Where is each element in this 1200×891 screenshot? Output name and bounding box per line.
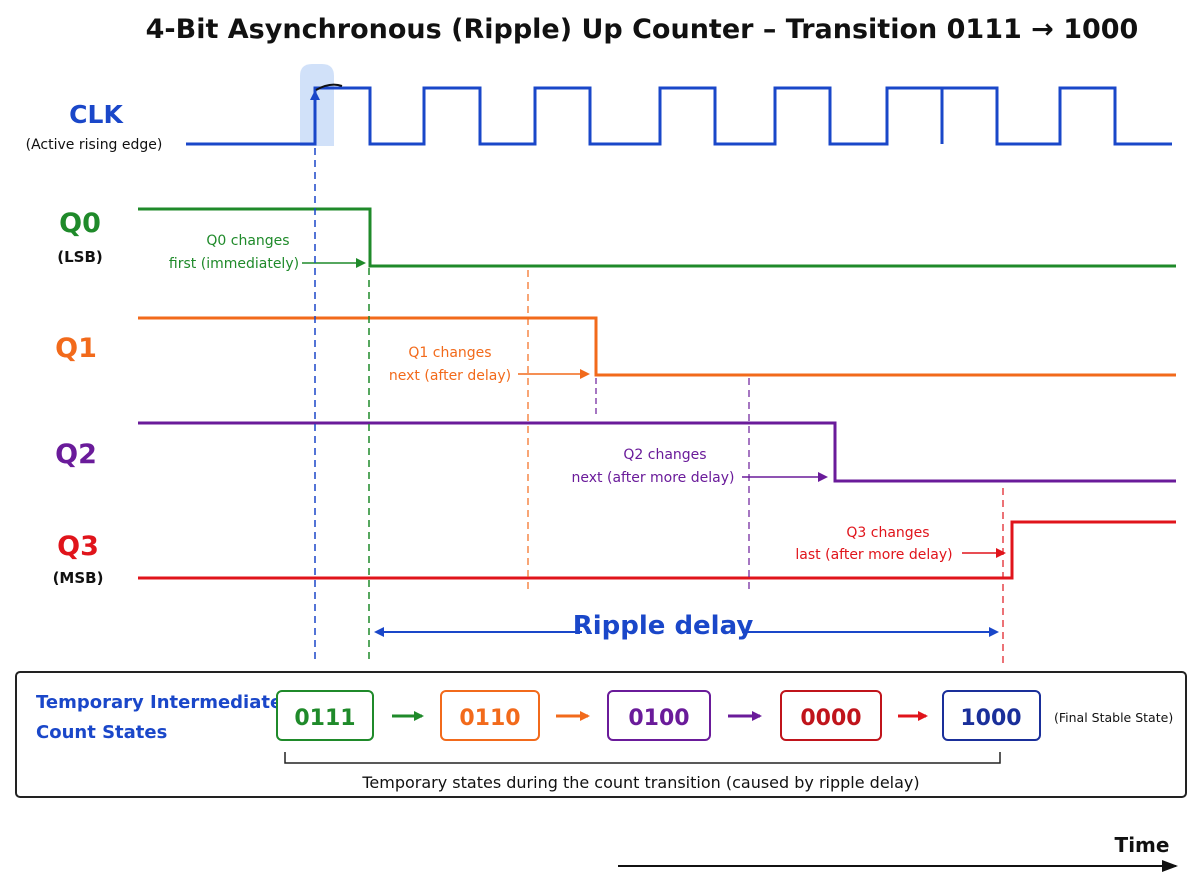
- q1-waveform: [138, 316, 1176, 377]
- states-heading-line2: Count States: [36, 722, 167, 743]
- ripple-delay-label: Ripple delay: [573, 611, 754, 641]
- q2-waveform: [138, 421, 1176, 483]
- q2-annotation-line2: next (after more delay): [572, 470, 735, 486]
- states-caption: Temporary states during the count transi…: [361, 773, 919, 792]
- page-title: 4-Bit Asynchronous (Ripple) Up Counter –…: [146, 14, 1139, 45]
- rising-edge-highlight: [300, 64, 334, 146]
- q3-waveform: [138, 520, 1176, 580]
- q1-annotation-line2: next (after delay): [389, 368, 511, 384]
- q3-sublabel: (MSB): [53, 569, 104, 587]
- q3-annotation-line2: last (after more delay): [795, 547, 952, 563]
- clk-waveform: [186, 86, 1172, 146]
- time-label: Time: [1115, 833, 1170, 857]
- states-bracket: [284, 752, 1001, 764]
- state-0110: 0110: [440, 690, 540, 741]
- state-value: 0100: [628, 706, 689, 731]
- state-value: 1000: [960, 706, 1021, 731]
- states-heading-line1: Temporary Intermediate: [36, 692, 282, 713]
- state-1000: 1000: [942, 690, 1041, 741]
- q0-label: Q0: [59, 208, 101, 239]
- q3-label: Q3: [57, 531, 99, 562]
- q0-sublabel: (LSB): [57, 248, 103, 266]
- clk-label: CLK: [69, 100, 124, 129]
- q0-waveform: [138, 207, 1176, 268]
- state-0111: 0111: [276, 690, 374, 741]
- state-0100: 0100: [607, 690, 711, 741]
- q1-label: Q1: [55, 333, 97, 364]
- state-value: 0111: [294, 706, 355, 731]
- rising-edge-curl: [315, 83, 343, 91]
- clk-sublabel: (Active rising edge): [26, 137, 163, 153]
- state-0000: 0000: [780, 690, 882, 741]
- q0-annotation-line1: Q0 changes: [206, 233, 289, 249]
- state-value: 0110: [459, 706, 520, 731]
- state-value: 0000: [800, 706, 861, 731]
- q0-annotation-line2: first (immediately): [169, 256, 299, 272]
- q3-annotation-line1: Q3 changes: [846, 525, 929, 541]
- q2-label: Q2: [55, 439, 97, 470]
- final-state-note: (Final Stable State): [1054, 710, 1173, 725]
- q2-annotation-line1: Q2 changes: [623, 447, 706, 463]
- q1-annotation-line1: Q1 changes: [408, 345, 491, 361]
